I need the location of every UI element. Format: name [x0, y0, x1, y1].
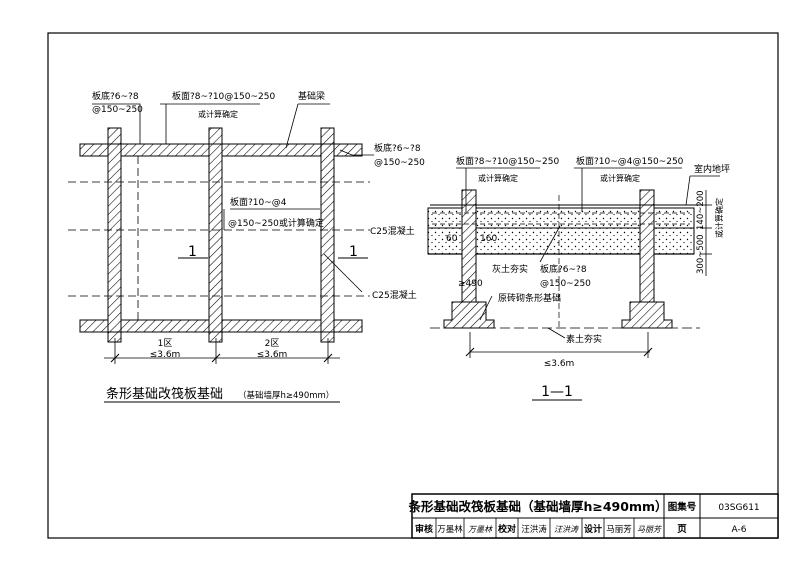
plan-wall-stub [107, 331, 122, 343]
leader-line [92, 103, 141, 144]
section-left-footing [443, 301, 495, 329]
atlas-label: 图集号 [668, 501, 697, 513]
section-dim-160: 160 [480, 234, 497, 244]
section-plain-soil-label: 素土夯实 [566, 333, 602, 345]
section-original-foundation-label: 原砖砌条形基础 [498, 292, 561, 304]
page-number: A-6 [732, 525, 747, 535]
check-label: 校对 [498, 523, 516, 535]
title-block-frame [411, 493, 779, 539]
section-right-wall [639, 189, 655, 303]
section-span-label: ≤3.6m [544, 359, 575, 369]
plan-wall-stub [320, 127, 335, 145]
atlas-number: 03SG611 [718, 503, 759, 513]
title-block-title: 条形基础改筏板基础（基础墙厚h≥490mm） [407, 499, 667, 514]
leader-line [685, 175, 691, 206]
leader-line [479, 295, 493, 321]
plan-caption-main: 条形基础改筏板基础 [106, 386, 223, 402]
plan-wall-stub [208, 331, 223, 343]
design-label: 设计 [584, 523, 602, 535]
leader-line [539, 225, 561, 263]
plan-right-bottom-spacing: @150~250 [374, 158, 425, 168]
section-bottom-spacing: @150~250 [540, 279, 591, 289]
plan-dim-slash [110, 353, 120, 363]
section-dim-140-200: 140~200 [696, 190, 706, 230]
plan-mid-rebar-spacing: @150~250或计算确定 [228, 217, 324, 229]
plan-top-rebar-note: 或计算确定 [198, 109, 238, 119]
plan-wall-stub [208, 127, 223, 145]
review-name: 万墨林 [437, 524, 463, 535]
plan-view: 板底?6~?8 @150~250 板面?8~?10@150~250 或计算确定 … [68, 90, 425, 403]
check-name: 汪洪涛 [521, 524, 547, 535]
check-signature: 汪洪涛 [554, 525, 579, 534]
leader-line [285, 103, 299, 149]
section-dim-note: 或计算确定 [714, 198, 724, 238]
section-dim-300-500: 300~500 [696, 234, 706, 274]
section-dim-60: 60 [446, 234, 458, 244]
plan-zone2-span: ≤3.6m [257, 350, 288, 360]
plan-mid-rebar-label: 板面?10~@4 [230, 196, 287, 208]
plan-wall-stub [320, 331, 335, 343]
plan-zone1-label: 1区 [158, 338, 173, 349]
section-title: 1—1 [541, 384, 573, 400]
plan-foundation-beam-label: 基础梁 [298, 90, 325, 102]
plan-dim-slash [323, 353, 333, 363]
design-signature: 马丽芳 [637, 525, 663, 534]
plan-section-mark-right: 1 [349, 244, 358, 260]
section-top-note2: 或计算确定 [600, 173, 640, 183]
section-fill-soil-label: 灰土夯实 [492, 263, 528, 275]
plan-zone1-span: ≤3.6m [150, 350, 181, 360]
plan-c25-right: C25混凝土 [372, 289, 417, 301]
plan-left-wall [107, 143, 122, 333]
plan-bottom-rebar-label: 板底?6~?8 [92, 90, 139, 102]
section-indoor-floor-label: 室内地坪 [694, 163, 730, 175]
plan-wall-stub [107, 127, 122, 145]
section-bottom-rebar-label: 板底?6~?8 [540, 263, 587, 275]
leader-line [547, 327, 566, 339]
section-view: 板面?8~?10@150~250 或计算确定 板面?10~@4@150~250 … [427, 155, 730, 401]
section-span-slash [465, 347, 475, 357]
page-label: 页 [677, 524, 687, 535]
title-block: 条形基础改筏板基础（基础墙厚h≥490mm） 图集号 03SG611 审核 万墨… [407, 493, 779, 539]
plan-bottom-rebar-spacing: @150~250 [92, 105, 143, 115]
plan-zone2-label: 2区 [265, 338, 280, 349]
sheet-border [47, 32, 779, 539]
plan-section-mark-left: 1 [188, 244, 197, 260]
section-top-note: 或计算确定 [478, 173, 518, 183]
plan-c25-left: C25混凝土 [370, 225, 415, 237]
leader-line [323, 253, 363, 293]
section-dim-490: ≥490 [458, 279, 483, 289]
design-name: 马丽芳 [606, 524, 632, 535]
review-signature: 万墨林 [468, 525, 493, 534]
plan-top-rebar-label: 板面?8~?10@150~250 [172, 90, 275, 102]
plan-dim-slash [211, 353, 221, 363]
plan-caption-sub: （基础墙厚h≥490mm） [238, 390, 334, 401]
section-top-rebar-label: 板面?8~?10@150~250 [456, 155, 559, 167]
plan-right-bottom-rebar: 板底?6~?8 [374, 142, 421, 154]
review-label: 审核 [415, 523, 433, 535]
section-top-rebar2-label: 板面?10~@4@150~250 [576, 155, 684, 167]
plan-middle-wall [208, 143, 223, 333]
section-right-footing [621, 301, 673, 329]
leader-line [339, 149, 374, 156]
section-span-slash [643, 347, 653, 357]
plan-right-wall [320, 143, 335, 333]
